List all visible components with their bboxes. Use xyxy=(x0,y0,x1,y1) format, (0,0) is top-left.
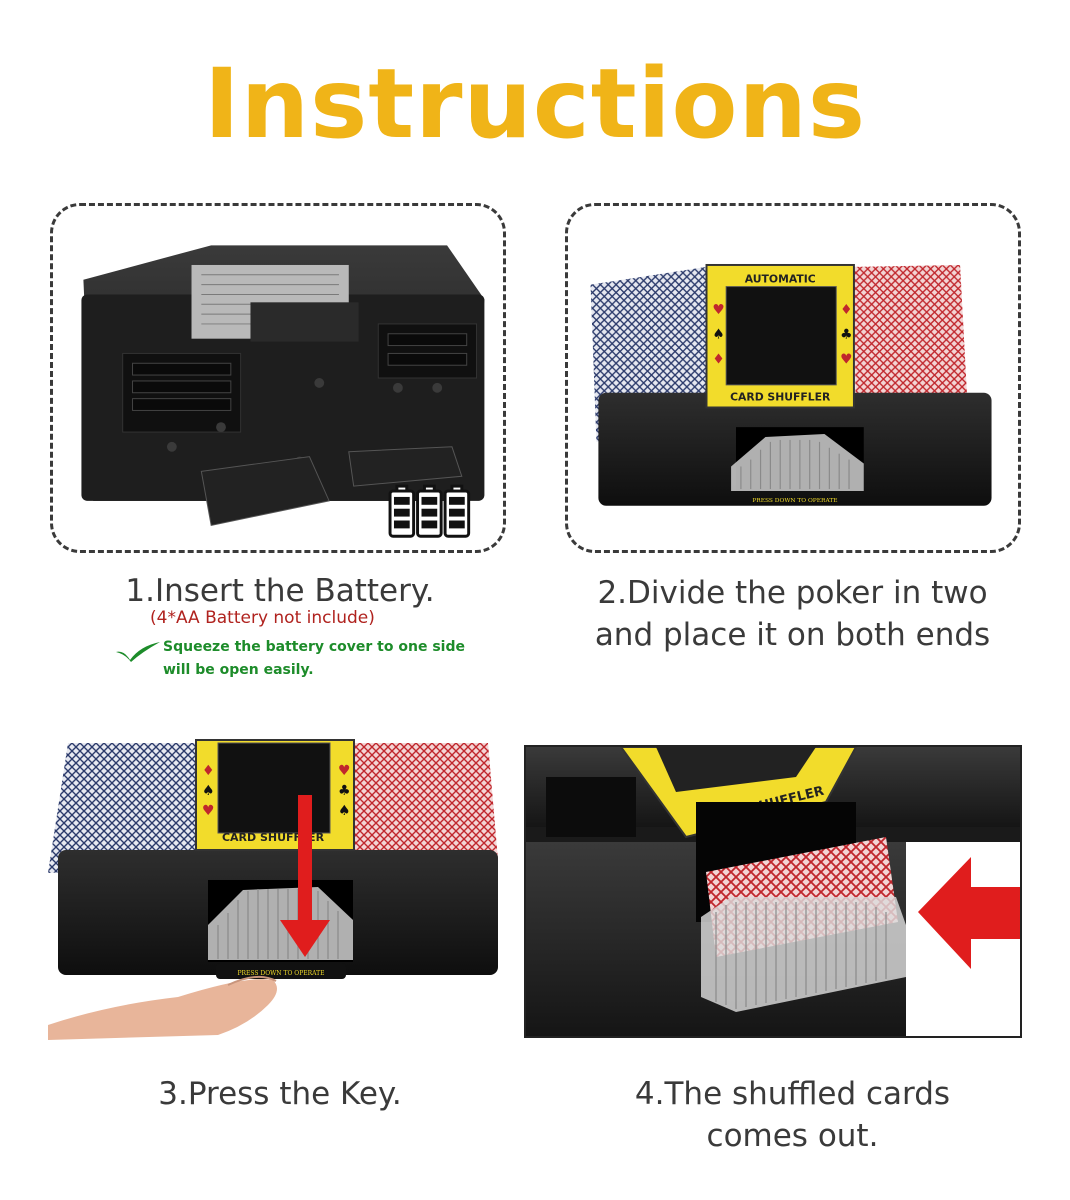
down-arrow-icon xyxy=(280,795,330,957)
step2-caption: 2.Divide the poker in two and place it o… xyxy=(560,572,1025,656)
label-bottom: CARD SHUFFLER xyxy=(730,391,831,404)
svg-text:♦: ♦ xyxy=(202,763,215,779)
tip-line1: Squeeze the battery cover to one side xyxy=(163,639,465,655)
shuffler-press-illustration: CARD SHUFFLER ♦♥♥ ♠♣♠ PRESS DOWN TO OPER… xyxy=(48,739,498,1040)
step2-caption-line2: and place it on both ends xyxy=(594,617,991,653)
svg-text:♠: ♠ xyxy=(712,327,724,343)
battery-note: (4*AA Battery not include) xyxy=(150,608,375,628)
battery-tip: Squeeze the battery cover to one side wi… xyxy=(163,636,483,682)
page-title: Instructions xyxy=(204,48,866,160)
svg-text:♠: ♠ xyxy=(202,783,215,799)
shuffler-with-cards-illustration: AUTOMATIC CARD SHUFFLER ♥ ♦ ♦ ♥ ♠ ♣ PRESS D… xyxy=(590,263,992,506)
shuffled-cards-illustration: CARD SHUFFLER xyxy=(526,747,1020,1036)
operate-button-label: PRESS DOWN TO OPERATE xyxy=(237,970,324,977)
svg-text:♥: ♥ xyxy=(338,763,351,779)
shuffler-bottom-illustration xyxy=(81,245,485,538)
step4-caption-line2: comes out. xyxy=(706,1118,879,1154)
svg-text:♠: ♠ xyxy=(338,803,351,819)
step2-image-divide: AUTOMATIC CARD SHUFFLER ♥ ♦ ♦ ♥ ♠ ♣ PRESS D… xyxy=(565,203,1021,553)
left-arrow-icon xyxy=(918,857,1020,969)
operate-button-label: PRESS DOWN TO OPERATE xyxy=(752,498,837,504)
svg-text:♥: ♥ xyxy=(712,302,724,318)
label-top: AUTOMATIC xyxy=(745,273,816,286)
step1-image-battery xyxy=(50,203,506,553)
check-icon xyxy=(116,642,160,662)
step1-caption: 1.Insert the Battery. xyxy=(125,573,435,609)
step3-caption: 3.Press the Key. xyxy=(158,1076,402,1112)
tip-line2: will be open easily. xyxy=(163,662,314,678)
svg-text:♣: ♣ xyxy=(338,783,351,799)
svg-text:♦: ♦ xyxy=(840,302,852,318)
step4-caption-line1: 4.The shuffled cards xyxy=(634,1076,951,1112)
svg-text:♣: ♣ xyxy=(840,327,852,343)
step4-caption: 4.The shuffled cards comes out. xyxy=(560,1073,1025,1157)
svg-text:♥: ♥ xyxy=(202,803,215,819)
step2-caption-line1: 2.Divide the poker in two xyxy=(597,575,988,611)
step3-image-press: CARD SHUFFLER ♦♥♥ ♠♣♠ PRESS DOWN TO OPER… xyxy=(48,735,498,1040)
step4-image-cards-out: CARD SHUFFLER xyxy=(524,745,1022,1038)
svg-text:♥: ♥ xyxy=(840,351,852,367)
svg-text:♦: ♦ xyxy=(712,351,724,367)
